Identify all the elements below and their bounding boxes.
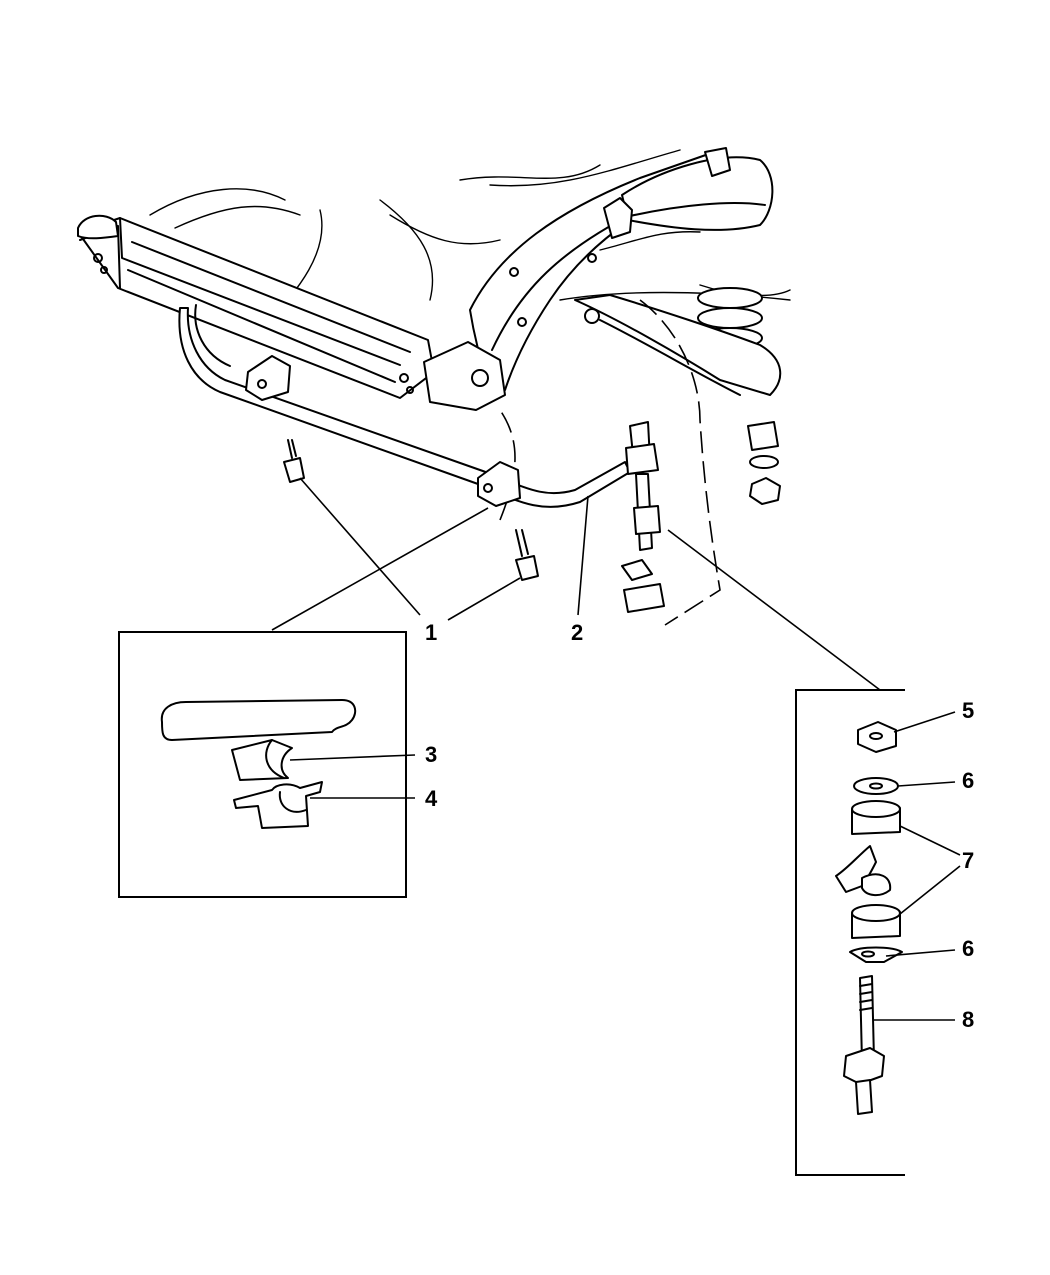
leader-3 [289, 754, 416, 761]
bolt-left [283, 439, 305, 483]
callout-4: 4 [425, 786, 438, 811]
stabilizer-bar [178, 304, 631, 508]
lower-control-arm [574, 294, 782, 396]
upper-control-arm [603, 147, 774, 239]
leader-7a [899, 825, 961, 856]
inset-link-detail [795, 689, 905, 1176]
leader-6a [897, 781, 956, 787]
stabilizer-bushing-clamp-left [245, 355, 291, 401]
callout-5: 5 [962, 698, 974, 723]
leader-5 [893, 711, 956, 733]
callout-7: 7 [962, 848, 974, 873]
frame-rail [77, 214, 435, 399]
callout-8: 8 [962, 1007, 974, 1032]
stabilizer-bushing-clamp-right [477, 461, 521, 507]
leader-6b [885, 949, 956, 957]
callout-6-lower: 6 [962, 936, 974, 961]
callout-2: 2 [571, 620, 583, 645]
leader-7b [899, 865, 961, 915]
hidden-line-outline [499, 299, 721, 626]
bolt-right [515, 529, 539, 581]
link-bushing-stack-upper [747, 421, 781, 505]
stabilizer-link-assembly [621, 421, 665, 613]
callout-6-upper: 6 [962, 768, 974, 793]
callout-1: 1 [425, 620, 437, 645]
leader-lines-main [271, 477, 881, 691]
callout-3: 3 [425, 742, 437, 767]
inset-bushing-detail [118, 631, 407, 898]
